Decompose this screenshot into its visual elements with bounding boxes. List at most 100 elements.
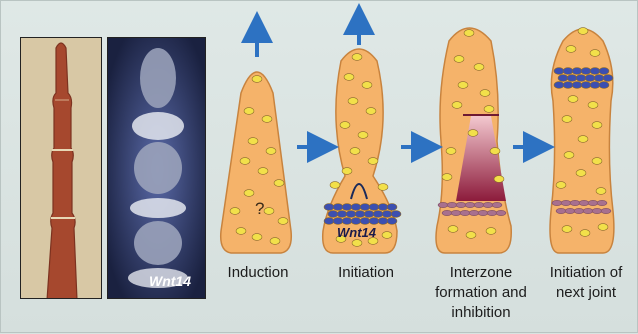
- cell-yellow-2-7: [358, 132, 368, 139]
- cell-mauve-17: [570, 200, 580, 205]
- cell-yellow-4-13: [596, 188, 606, 195]
- stage-label-interzone: Interzone formation and inhibition: [426, 263, 536, 323]
- cell-blue-initiation-10: [337, 211, 347, 218]
- cell-mauve-14: [496, 210, 506, 215]
- cell-blue-next-18: [599, 82, 609, 89]
- cell-blue-initiation-19: [342, 218, 352, 225]
- cell-yellow-4-14: [562, 226, 572, 233]
- cell-blue-initiation-21: [360, 218, 370, 225]
- cell-yellow-3-11: [442, 174, 452, 181]
- cell-yellow-2-5: [366, 108, 376, 115]
- cell-mauve-20: [597, 200, 607, 205]
- cell-yellow-3-8: [468, 130, 478, 137]
- cell-mauve-22: [565, 208, 575, 213]
- cell-yellow-4-2: [566, 46, 576, 53]
- cell-yellow-3-12: [494, 176, 504, 183]
- cell-yellow-4-12: [556, 182, 566, 189]
- cell-yellow-3-1: [464, 30, 474, 37]
- cell-yellow-2-3: [362, 82, 372, 89]
- cell-mauve-23: [574, 208, 584, 213]
- cell-blue-next-13: [554, 82, 564, 89]
- cell-yellow-3-9: [446, 148, 456, 155]
- cell-blue-initiation-4: [351, 204, 361, 211]
- stage-label-initiation: Initiation: [321, 263, 411, 283]
- stage-label-induction: Induction: [213, 263, 303, 283]
- cell-mauve-21: [556, 208, 566, 213]
- cell-yellow-1-13: [236, 228, 246, 235]
- cell-yellow-4-8: [578, 136, 588, 143]
- cell-mauve-9: [451, 210, 461, 215]
- cell-blue-initiation-12: [355, 211, 365, 218]
- cell-blue-next-14: [563, 82, 573, 89]
- cell-yellow-1-8: [274, 180, 284, 187]
- cell-yellow-2-10: [342, 168, 352, 175]
- cell-blue-next-10: [585, 75, 595, 82]
- cell-blue-initiation-17: [324, 218, 334, 225]
- cell-yellow-3-4: [458, 82, 468, 89]
- digit-outline-1: [221, 72, 292, 253]
- cell-yellow-2-11: [330, 182, 340, 189]
- cell-yellow-2-12: [378, 184, 388, 191]
- cell-yellow-4-9: [564, 152, 574, 159]
- cell-mauve-11: [469, 210, 479, 215]
- cell-mauve-12: [478, 210, 488, 215]
- cell-yellow-1-2: [244, 108, 254, 115]
- cell-blue-next-15: [572, 82, 582, 89]
- cell-yellow-2-8: [350, 148, 360, 155]
- cell-mauve-16: [561, 200, 571, 205]
- cell-mauve-25: [592, 208, 602, 213]
- cell-yellow-4-15: [580, 230, 590, 237]
- cell-yellow-2-16: [382, 232, 392, 239]
- cell-blue-initiation-1: [324, 204, 334, 211]
- cell-yellow-1-7: [258, 168, 268, 175]
- cell-yellow-4-6: [562, 116, 572, 123]
- cell-blue-next-5: [590, 68, 600, 75]
- cell-yellow-1-4: [248, 138, 258, 145]
- cell-yellow-2-2: [344, 74, 354, 81]
- cell-blue-next-16: [581, 82, 591, 89]
- cell-yellow-4-4: [568, 96, 578, 103]
- cell-blue-initiation-15: [382, 211, 392, 218]
- cell-blue-next-3: [572, 68, 582, 75]
- cell-blue-initiation-18: [333, 218, 343, 225]
- cell-yellow-4-7: [592, 122, 602, 129]
- cell-yellow-1-10: [230, 208, 240, 215]
- cell-yellow-2-4: [348, 98, 358, 105]
- stage-label-next-joint: Initiation of next joint: [536, 263, 636, 303]
- cell-blue-next-2: [563, 68, 573, 75]
- cell-blue-initiation-5: [360, 204, 370, 211]
- cell-yellow-3-7: [484, 106, 494, 113]
- cell-mauve-26: [601, 208, 611, 213]
- cell-mauve-8: [442, 210, 452, 215]
- cell-blue-next-9: [576, 75, 586, 82]
- cell-yellow-1-1: [252, 76, 262, 83]
- cell-yellow-1-11: [264, 208, 274, 215]
- cell-blue-initiation-24: [387, 218, 397, 225]
- cell-yellow-1-15: [270, 238, 280, 245]
- cell-yellow-3-15: [486, 228, 496, 235]
- cell-mauve-4: [465, 202, 475, 207]
- cell-blue-initiation-7: [378, 204, 388, 211]
- cell-yellow-2-1: [352, 54, 362, 61]
- cell-yellow-2-9: [368, 158, 378, 165]
- cell-mauve-13: [487, 210, 497, 215]
- cell-blue-initiation-8: [387, 204, 397, 211]
- cell-yellow-4-16: [598, 224, 608, 231]
- cell-blue-next-12: [603, 75, 613, 82]
- cell-yellow-3-14: [466, 232, 476, 239]
- cell-blue-initiation-11: [346, 211, 356, 218]
- cell-blue-initiation-22: [369, 218, 379, 225]
- cell-mauve-5: [474, 202, 484, 207]
- cell-yellow-3-6: [452, 102, 462, 109]
- cell-mauve-7: [492, 202, 502, 207]
- cell-blue-next-4: [581, 68, 591, 75]
- cell-blue-next-8: [567, 75, 577, 82]
- cell-blue-next-6: [599, 68, 609, 75]
- wnt14-gene-label: Wnt14: [337, 225, 376, 240]
- cell-yellow-4-5: [588, 102, 598, 109]
- cell-blue-next-1: [554, 68, 564, 75]
- cell-yellow-1-6: [240, 158, 250, 165]
- cell-blue-initiation-20: [351, 218, 361, 225]
- cell-blue-next-7: [558, 75, 568, 82]
